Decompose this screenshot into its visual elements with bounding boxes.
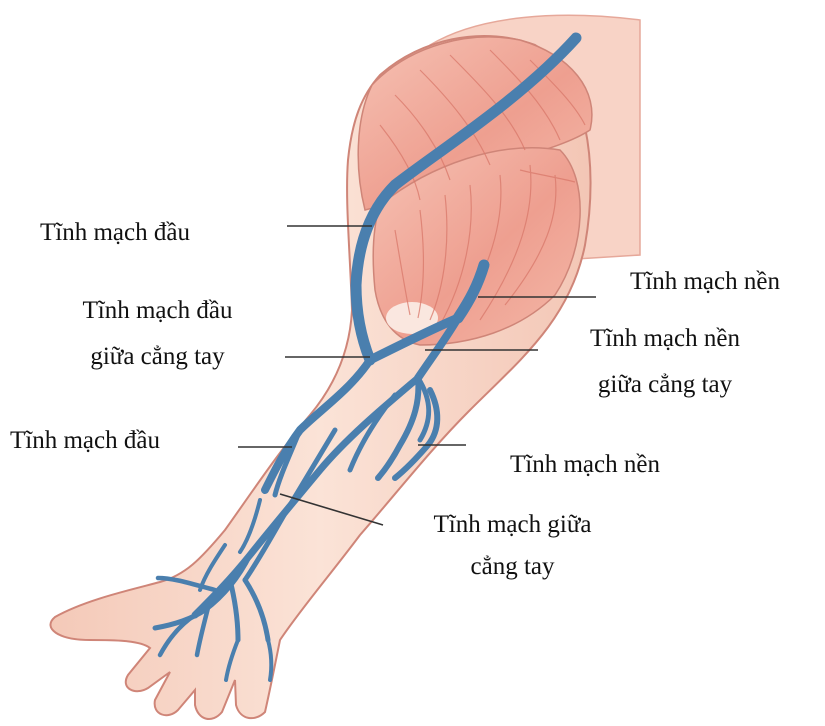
label-median-antebrachial-vein-line2: cẳng tay [405, 550, 620, 584]
label-cephalic-vein-upper: Tĩnh mạch đầu [40, 216, 190, 250]
label-cephalic-vein-lower: Tĩnh mạch đầu [10, 424, 160, 458]
label-median-cephalic-vein-line1: Tĩnh mạch đầu [60, 294, 255, 328]
label-basilic-vein-lower: Tĩnh mạch nền [510, 448, 660, 482]
label-median-basilic-vein-line2: giữa cẳng tay [565, 368, 765, 402]
label-median-cephalic-vein-line2: giữa cẳng tay [60, 340, 255, 374]
label-median-basilic-vein-line1: Tĩnh mạch nền [565, 322, 765, 356]
label-median-antebrachial-vein-line1: Tĩnh mạch giữa [405, 508, 620, 542]
label-basilic-vein-upper: Tĩnh mạch nền [630, 265, 780, 299]
